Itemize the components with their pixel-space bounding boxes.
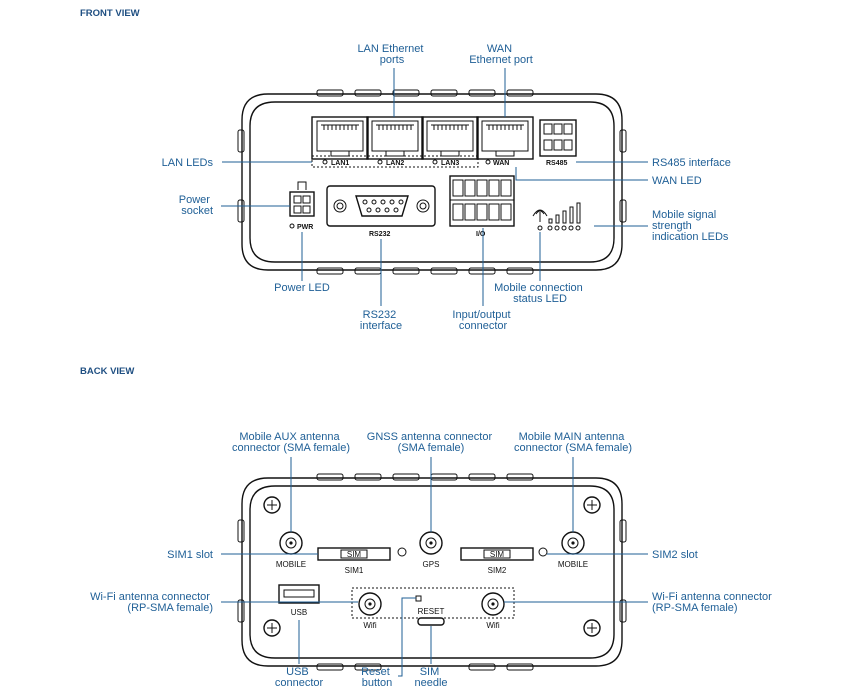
callout-io: Input/output connector [452, 309, 513, 332]
sim2-slot-text: SIM [490, 550, 505, 559]
callout-aux-antenna: Mobile AUX antenna connector (SMA female… [232, 431, 350, 454]
callout-wifi-left: Wi-Fi antenna connector (RP-SMA female) [90, 591, 213, 614]
lan2-port [366, 116, 424, 160]
lan3-port [421, 116, 479, 160]
back-callouts: Mobile AUX antenna connector (SMA female… [90, 431, 775, 689]
callout-rs232: RS232 interface [360, 309, 402, 332]
pwr-label: PWR [297, 224, 313, 231]
callout-lan-ports: LAN Ethernet ports [357, 43, 426, 66]
sim2-label: SIM2 [488, 566, 507, 575]
sim-needle [417, 617, 445, 626]
lan3-label: LAN3 [441, 160, 459, 167]
callout-usb: USB connector [275, 666, 324, 689]
screw-bottom-left [263, 619, 281, 637]
mobile-left-label: MOBILE [276, 560, 306, 569]
screw-bottom-right [583, 619, 601, 637]
usb-label: USB [291, 608, 307, 617]
rs232-connector: RS232 [326, 185, 436, 238]
reset-button [415, 595, 422, 602]
usb-port: USB [278, 584, 320, 617]
front-leader-lines [221, 68, 648, 306]
back-device: MOBILE GPS MOBILE SIM SIM1 SIM SIM2 [237, 473, 627, 671]
sim1-slot: SIM SIM1 [317, 547, 391, 575]
front-device: LAN1 LAN2 LAN3 WAN RS485 PWR [237, 89, 627, 275]
mobile-right-label: MOBILE [558, 560, 588, 569]
callout-sim-needle: SIM needle [414, 666, 447, 689]
screw-top-left [263, 496, 281, 514]
power-socket: PWR [289, 181, 315, 231]
wifi-left-antenna-connector: Wifi [358, 592, 382, 630]
callout-main-antenna: Mobile MAIN antenna connector (SMA femal… [514, 431, 632, 454]
sim1-slot-text: SIM [347, 550, 362, 559]
callout-wan-led: WAN LED [652, 175, 702, 187]
front-callouts: LAN Ethernet ports WAN Ethernet port LAN… [162, 43, 731, 332]
callout-sim1-slot: SIM1 slot [167, 549, 213, 561]
callout-rs485: RS485 interface [652, 157, 731, 169]
rs232-label: RS232 [369, 231, 391, 238]
rs485-connector: RS485 [539, 119, 577, 167]
sim1-label: SIM1 [345, 566, 364, 575]
wan-port [476, 116, 534, 160]
back-view-heading: BACK VIEW [80, 366, 134, 377]
callout-lan-leds: LAN LEDs [162, 157, 214, 169]
callout-power-socket: Power socket [179, 194, 213, 217]
lan1-label: LAN1 [331, 160, 349, 167]
back-leader-lines [221, 457, 648, 677]
io-connector: I/O [449, 175, 515, 238]
signal-indicator [532, 202, 581, 231]
sim1-led [397, 547, 407, 557]
mobile-main-antenna-connector: MOBILE [558, 531, 588, 569]
wifi-right-antenna-connector: Wifi [481, 592, 505, 630]
sim2-led [538, 547, 548, 557]
sim2-slot: SIM SIM2 [460, 547, 534, 575]
wifi-right-label: Wifi [486, 621, 500, 630]
callout-mobile-signal: Mobile signal strength indication LEDs [652, 209, 729, 243]
lan1-port [311, 116, 369, 160]
rs485-label: RS485 [546, 160, 568, 167]
callout-power-led: Power LED [274, 282, 330, 294]
callout-mobile-status: Mobile connection status LED [494, 282, 586, 305]
front-view-heading: FRONT VIEW [80, 8, 140, 19]
wan-label: WAN [493, 160, 509, 167]
callout-wifi-right: Wi-Fi antenna connector (RP-SMA female) [652, 591, 775, 614]
io-label: I/O [476, 231, 486, 238]
reset-label: RESET [418, 607, 445, 616]
mobile-aux-antenna-connector: MOBILE [276, 531, 306, 569]
screw-top-right [583, 496, 601, 514]
callout-reset: Reset button [361, 666, 393, 689]
gnss-antenna-connector: GPS [419, 531, 443, 569]
wifi-left-label: Wifi [363, 621, 377, 630]
callout-gnss-antenna: GNSS antenna connector (SMA female) [367, 431, 495, 454]
callout-wan-port: WAN Ethernet port [469, 43, 533, 66]
lan2-label: LAN2 [386, 160, 404, 167]
gps-label: GPS [423, 560, 440, 569]
callout-sim2-slot: SIM2 slot [652, 549, 698, 561]
